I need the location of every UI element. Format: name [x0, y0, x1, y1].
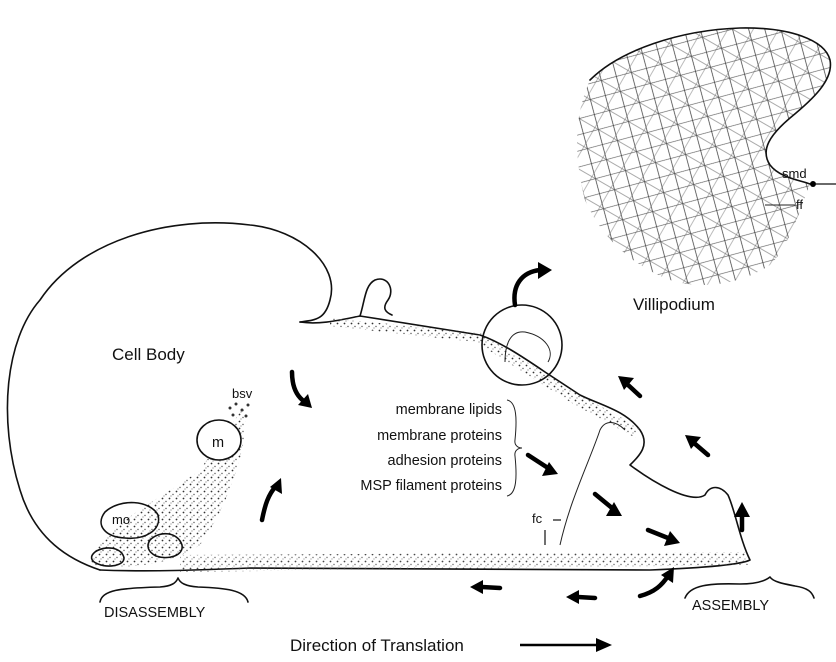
disassembly-brace — [100, 578, 248, 602]
disassembly-label: DISASSEMBLY — [104, 605, 206, 621]
assembly-flow-arrows — [528, 455, 750, 596]
direction-of-translation-label: Direction of Translation — [290, 636, 464, 655]
top-protrusion — [360, 279, 392, 316]
protrusion-arrows — [618, 376, 708, 455]
assembly-label: ASSEMBLY — [692, 598, 769, 614]
components-bracket — [507, 400, 522, 496]
stippled-edge-upper — [330, 318, 640, 438]
direction-arrow-head — [596, 638, 612, 652]
flow-arrow-down-body — [292, 372, 305, 402]
component-membrane-proteins: membrane proteins — [377, 428, 502, 444]
fc-label: fc — [532, 511, 543, 526]
magnify-arrow-head — [538, 262, 552, 279]
smd-label: smd — [782, 166, 807, 181]
bsv-label: bsv — [232, 386, 253, 401]
ff-label: ff — [796, 197, 803, 212]
villipodium-label: Villipodium — [633, 295, 715, 314]
cell-body-label: Cell Body — [112, 345, 185, 364]
retrograde-flow-arrows — [470, 580, 595, 604]
component-msp-filament-proteins: MSP filament proteins — [360, 478, 502, 494]
magnify-arrow-body — [514, 270, 540, 305]
assembly-brace — [685, 577, 814, 598]
flow-arrow-up-body — [262, 486, 276, 520]
mo-label: mo — [112, 512, 130, 527]
villipodium-shape — [577, 28, 830, 285]
component-adhesion-proteins: adhesion proteins — [388, 453, 502, 469]
mitochondrion-label: m — [212, 435, 224, 451]
component-membrane-lipids: membrane lipids — [396, 402, 502, 418]
internal-ridge — [560, 423, 625, 546]
